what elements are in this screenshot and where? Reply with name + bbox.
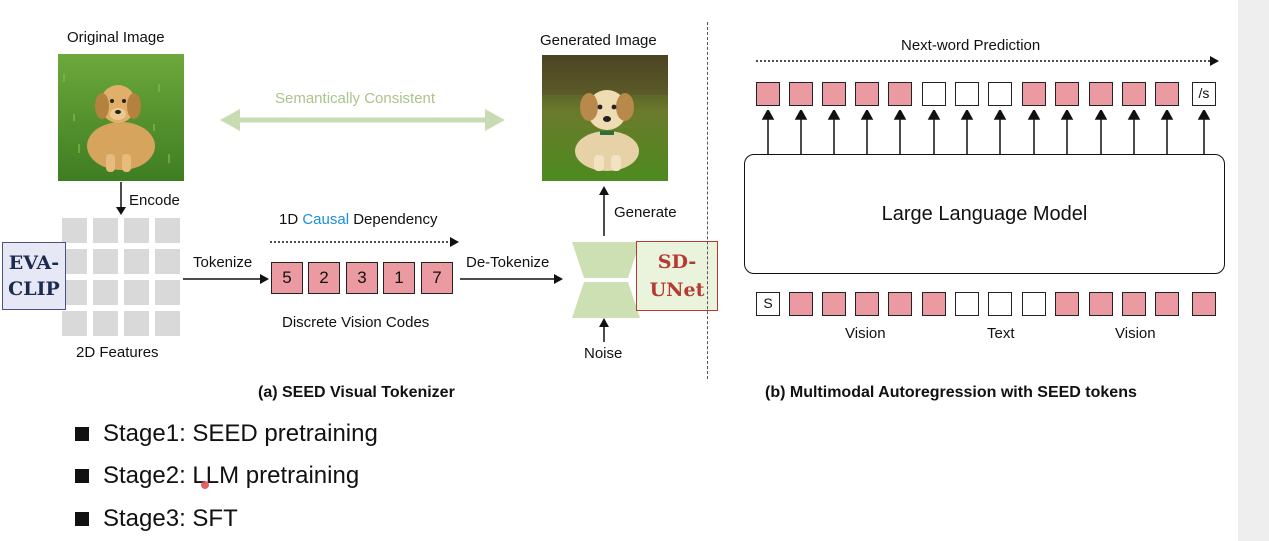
original-image: [58, 54, 184, 181]
output-token-vision: [1122, 82, 1146, 106]
original-image-label: Original Image: [67, 29, 165, 46]
output-token-text: [955, 82, 979, 106]
input-token-text: [988, 292, 1012, 316]
sd-unet-box: SD- UNet: [636, 241, 718, 311]
eva-clip-label: EVA- CLIP: [8, 252, 60, 300]
output-token-vision: [789, 82, 813, 106]
detokenize-arrow: [460, 274, 563, 284]
stage-item: Stage3: SFT: [75, 505, 238, 533]
output-token-vision: [756, 82, 780, 106]
sd-unet-label: SD- UNet: [649, 251, 705, 301]
input-token-vision: [1192, 292, 1216, 316]
input-token-vision: [888, 292, 912, 316]
next-word-label: Next-word Prediction: [901, 37, 1041, 54]
laser-pointer-dot: [201, 481, 209, 489]
semantic-double-arrow: [220, 109, 505, 131]
output-token-vision: [822, 82, 846, 106]
vision-code: 7: [421, 262, 453, 294]
text-label: Text: [987, 325, 1015, 342]
vision-label-1: Vision: [845, 325, 886, 342]
input-token-vision: [789, 292, 813, 316]
bullet-icon: [75, 427, 89, 441]
output-token-vision: [888, 82, 912, 106]
vision-label-2: Vision: [1115, 325, 1156, 342]
vision-code: 5: [271, 262, 303, 294]
tokenize-arrow: [183, 274, 269, 284]
codes-label: Discrete Vision Codes: [282, 314, 430, 331]
llm-box: Large Language Model: [744, 154, 1225, 274]
caption-a: (a) SEED Visual Tokenizer: [258, 384, 455, 401]
input-token-text: [955, 292, 979, 316]
feature-grid: [62, 218, 180, 336]
stage-item: Stage2: LLM pretraining: [75, 462, 359, 490]
output-token-vision: [1055, 82, 1079, 106]
stage-label: Stage1: SEED pretraining: [103, 420, 378, 447]
output-token-vision: [1155, 82, 1179, 106]
input-token-vision: [822, 292, 846, 316]
generate-label: Generate: [614, 204, 677, 221]
llm-label: Large Language Model: [881, 202, 1088, 225]
sd-unet-shape: [572, 242, 640, 318]
input-token-vision: [1055, 292, 1079, 316]
input-token-vision: [1089, 292, 1113, 316]
causal-word: Causal: [302, 211, 350, 228]
detokenize-label: De-Tokenize: [466, 254, 550, 271]
stage-label: Stage2: LLM pretraining: [103, 462, 360, 489]
eva-clip-box: EVA- CLIP: [2, 242, 66, 310]
caption-b: (b) Multimodal Autoregression with SEED …: [765, 384, 1137, 401]
output-token-vision: [1089, 82, 1113, 106]
vision-code: 2: [308, 262, 340, 294]
output-token-vision: [1022, 82, 1046, 106]
bullet-icon: [75, 512, 89, 526]
section-divider: [707, 22, 708, 379]
features-label: 2D Features: [76, 344, 159, 361]
encode-label: Encode: [129, 192, 180, 209]
causal-dotted-arrow: [270, 237, 459, 247]
window-edge: [1238, 0, 1269, 541]
noise-arrow: [599, 318, 609, 342]
prediction-arrows: [761, 110, 1211, 154]
stage-label: Stage3: SFT: [103, 505, 238, 532]
output-token-text: [922, 82, 946, 106]
input-token-vision: [1155, 292, 1179, 316]
end-token: /s: [1192, 82, 1216, 106]
noise-label: Noise: [584, 345, 623, 362]
bullet-icon: [75, 469, 89, 483]
input-token-text: [1022, 292, 1046, 316]
semantic-label: Semantically Consistent: [275, 90, 436, 107]
generate-arrow: [599, 186, 609, 236]
stage-item: Stage1: SEED pretraining: [75, 420, 378, 448]
vision-code: 3: [346, 262, 378, 294]
generated-image: [542, 55, 668, 181]
output-token-vision: [855, 82, 879, 106]
start-token: S: [756, 292, 780, 316]
output-token-text: [988, 82, 1012, 106]
input-token-vision: [855, 292, 879, 316]
vision-code: 1: [383, 262, 415, 294]
generated-image-label: Generated Image: [540, 32, 657, 49]
causal-dependency-label: 1D Causal Dependency: [279, 211, 438, 228]
input-token-vision: [1122, 292, 1146, 316]
encode-arrow: [116, 182, 126, 215]
input-token-vision: [922, 292, 946, 316]
tokenize-label: Tokenize: [193, 254, 253, 271]
next-word-dotted-arrow: [756, 56, 1219, 66]
